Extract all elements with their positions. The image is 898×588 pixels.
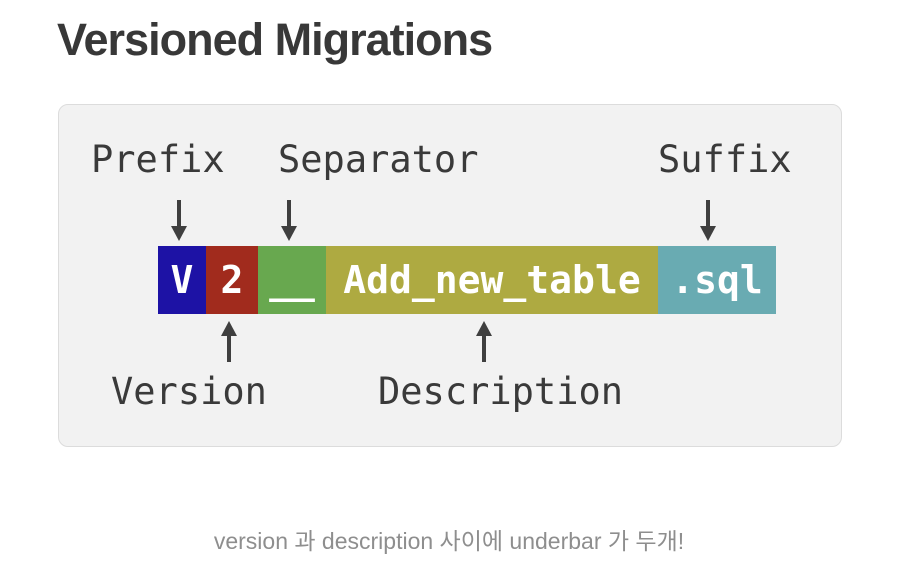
arrow-down-icon — [281, 200, 297, 241]
filename-segment-separator: __ — [258, 246, 326, 314]
suffix-label: Suffix — [658, 138, 792, 181]
arrow-up-icon — [476, 321, 492, 362]
version-label: Version — [111, 370, 267, 413]
prefix-label: Prefix — [91, 138, 225, 181]
description-label: Description — [378, 370, 624, 413]
filename-segment-version: 2 — [206, 246, 258, 314]
filename-bar: V 2 __ Add_new_table .sql — [158, 246, 776, 314]
arrow-up-icon — [221, 321, 237, 362]
page-title: Versioned Migrations — [57, 14, 493, 65]
arrow-down-icon — [700, 200, 716, 241]
caption: version 과 description 사이에 underbar 가 두개! — [213, 528, 685, 554]
diagram-panel: Prefix Separator Suffix V 2 __ Add_new_t… — [58, 104, 842, 447]
arrow-down-icon — [171, 200, 187, 241]
filename-segment-description: Add_new_table — [326, 246, 658, 314]
filename-segment-suffix: .sql — [658, 246, 776, 314]
separator-label: Separator — [278, 138, 479, 181]
filename-segment-prefix: V — [158, 246, 206, 314]
